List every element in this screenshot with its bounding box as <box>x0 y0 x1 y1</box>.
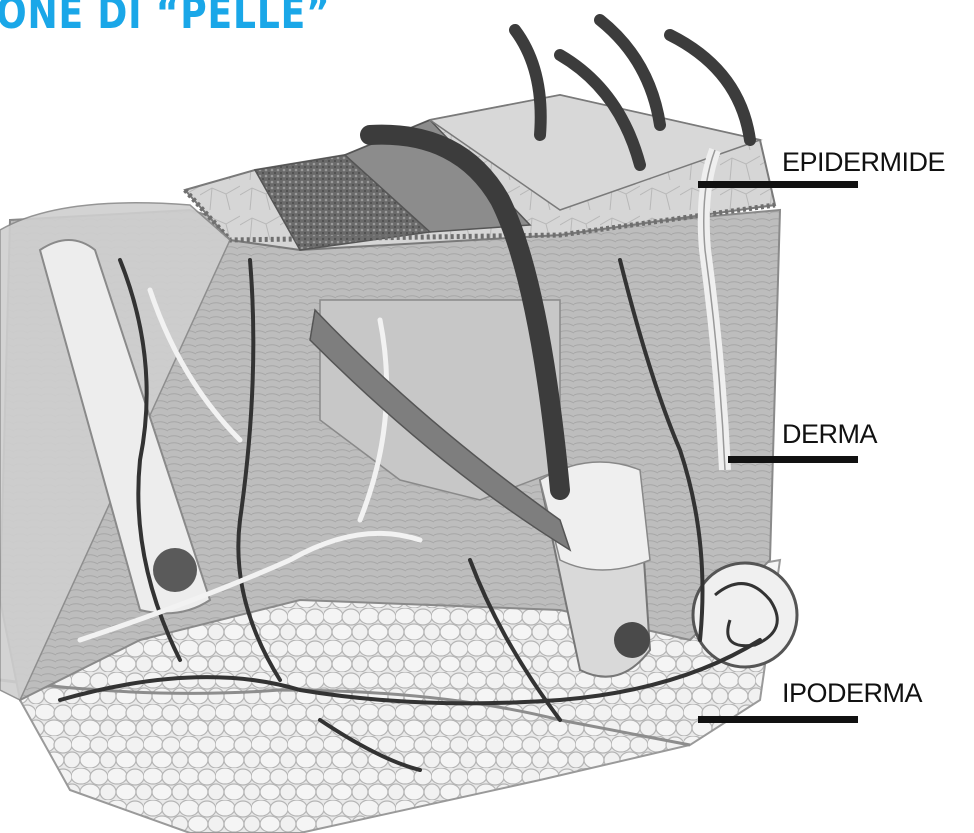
epidermis-leader-line <box>698 181 858 188</box>
dermis-leader-line <box>728 456 858 463</box>
epidermis-label: EPIDERMIDE <box>782 147 945 178</box>
hypodermis-leader-line <box>698 716 858 723</box>
dermis-label: DERMA <box>782 419 877 450</box>
hypodermis-label: IPODERMA <box>782 678 922 709</box>
